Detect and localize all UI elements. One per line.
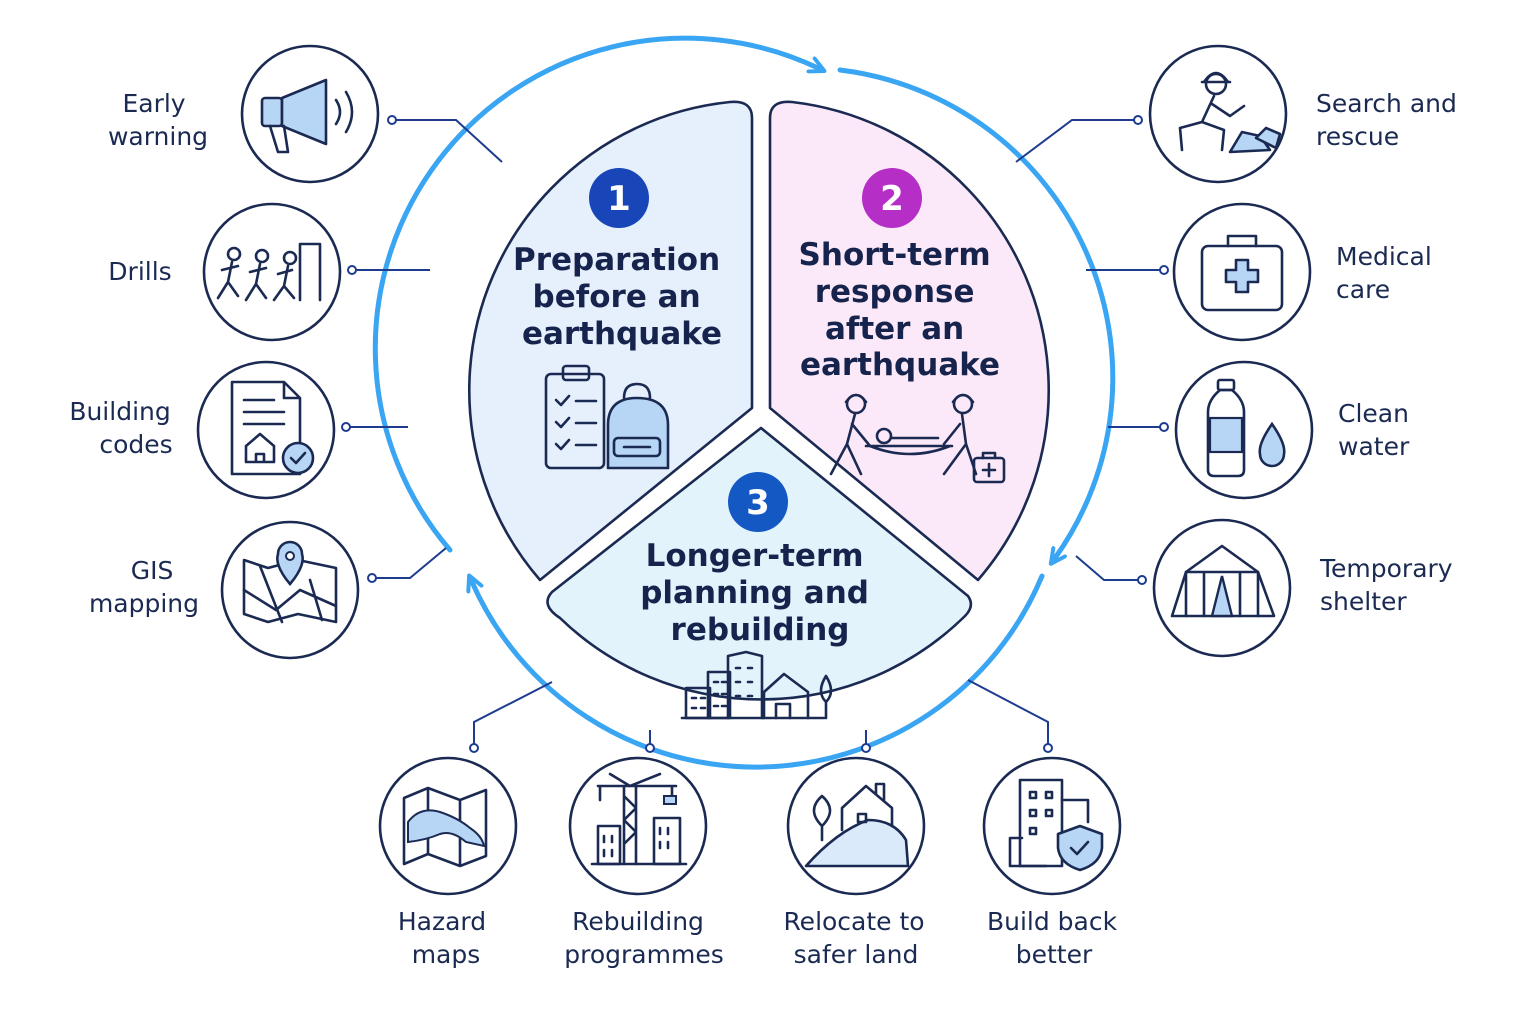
cycle-arc-right [837,67,1116,558]
medical-care-label: Medical care [1336,242,1440,304]
cycle-arc-top [372,35,818,553]
segment-2-title: Short-term response after an earthquake [799,237,1002,383]
evacuation-drill-icon [216,242,322,302]
megaphone-icon [260,78,354,154]
cycle-arc-bottom [472,576,1045,770]
item-drills: Drills [108,202,342,342]
water-bottle-icon [1206,378,1286,478]
item-medical-care: Medical care [1172,202,1440,342]
badge-3 [728,472,788,532]
gis-mapping-label: GIS mapping [89,556,199,618]
city-buildings-icon [680,650,833,720]
drills-label: Drills [108,257,171,286]
item-clean-water: Clean water [1174,360,1417,500]
search-rescue-worker-icon [1178,71,1282,154]
drills-ring [202,202,342,342]
search-and-rescue-label: Search and rescue [1316,89,1465,151]
clean-water-label: Clean water [1338,399,1417,461]
build-back-better-label: Build back better [987,907,1125,969]
build-back-better-ring [982,756,1122,896]
badge-1-number: 1 [607,179,631,219]
building-code-document-icon [230,380,315,476]
search-and-rescue-ring [1148,44,1288,184]
cycle-ring [372,35,1116,770]
early-warning-label: Early warning [108,89,208,151]
item-relocate-to-safer-land: Relocate to safer land [783,756,932,969]
item-gis-mapping: GIS mapping [89,520,360,660]
tent-icon [1170,544,1276,618]
segment-1-preparation [468,100,754,582]
temporary-shelter-label: Temporary shelter [1319,554,1461,616]
badge-1 [589,168,649,228]
hazard-map-icon [402,786,488,868]
segment-3-title: Longer-term planning and rebuilding [640,538,880,648]
badge-2 [862,168,922,228]
item-search-and-rescue: Search and rescue [1148,44,1465,184]
item-hazard-maps: Hazard maps [378,756,518,969]
item-early-warning: Early warning [108,44,380,184]
first-aid-kit-icon [1200,234,1284,312]
badge-2-number: 2 [880,179,904,219]
clipboard-checklist-icon [544,364,606,470]
house-on-hill-icon [804,782,910,868]
connectors [341,115,1169,753]
segment-1-title: Preparation before an earthquake [513,242,731,352]
item-rebuilding-programmes: Rebuilding programmes [564,756,724,969]
rescuers-carrying-stretcher-icon [829,393,1006,484]
map-pin-icon [242,540,338,624]
backpack-icon [606,382,670,470]
item-temporary-shelter: Temporary shelter [1152,518,1461,658]
rebuilding-programmes-label: Rebuilding programmes [564,907,723,969]
item-building-codes: Building codes [69,360,336,500]
relocate-label: Relocate to safer land [783,907,932,969]
construction-crane-icon [590,772,688,866]
building-shield-icon [1008,778,1104,872]
gis-mapping-ring [220,520,360,660]
hazard-maps-label: Hazard maps [398,907,494,969]
rebuilding-programmes-ring [568,756,708,896]
badge-3-number: 3 [746,483,770,523]
item-build-back-better: Build back better [982,756,1125,969]
building-codes-label: Building codes [69,397,178,459]
